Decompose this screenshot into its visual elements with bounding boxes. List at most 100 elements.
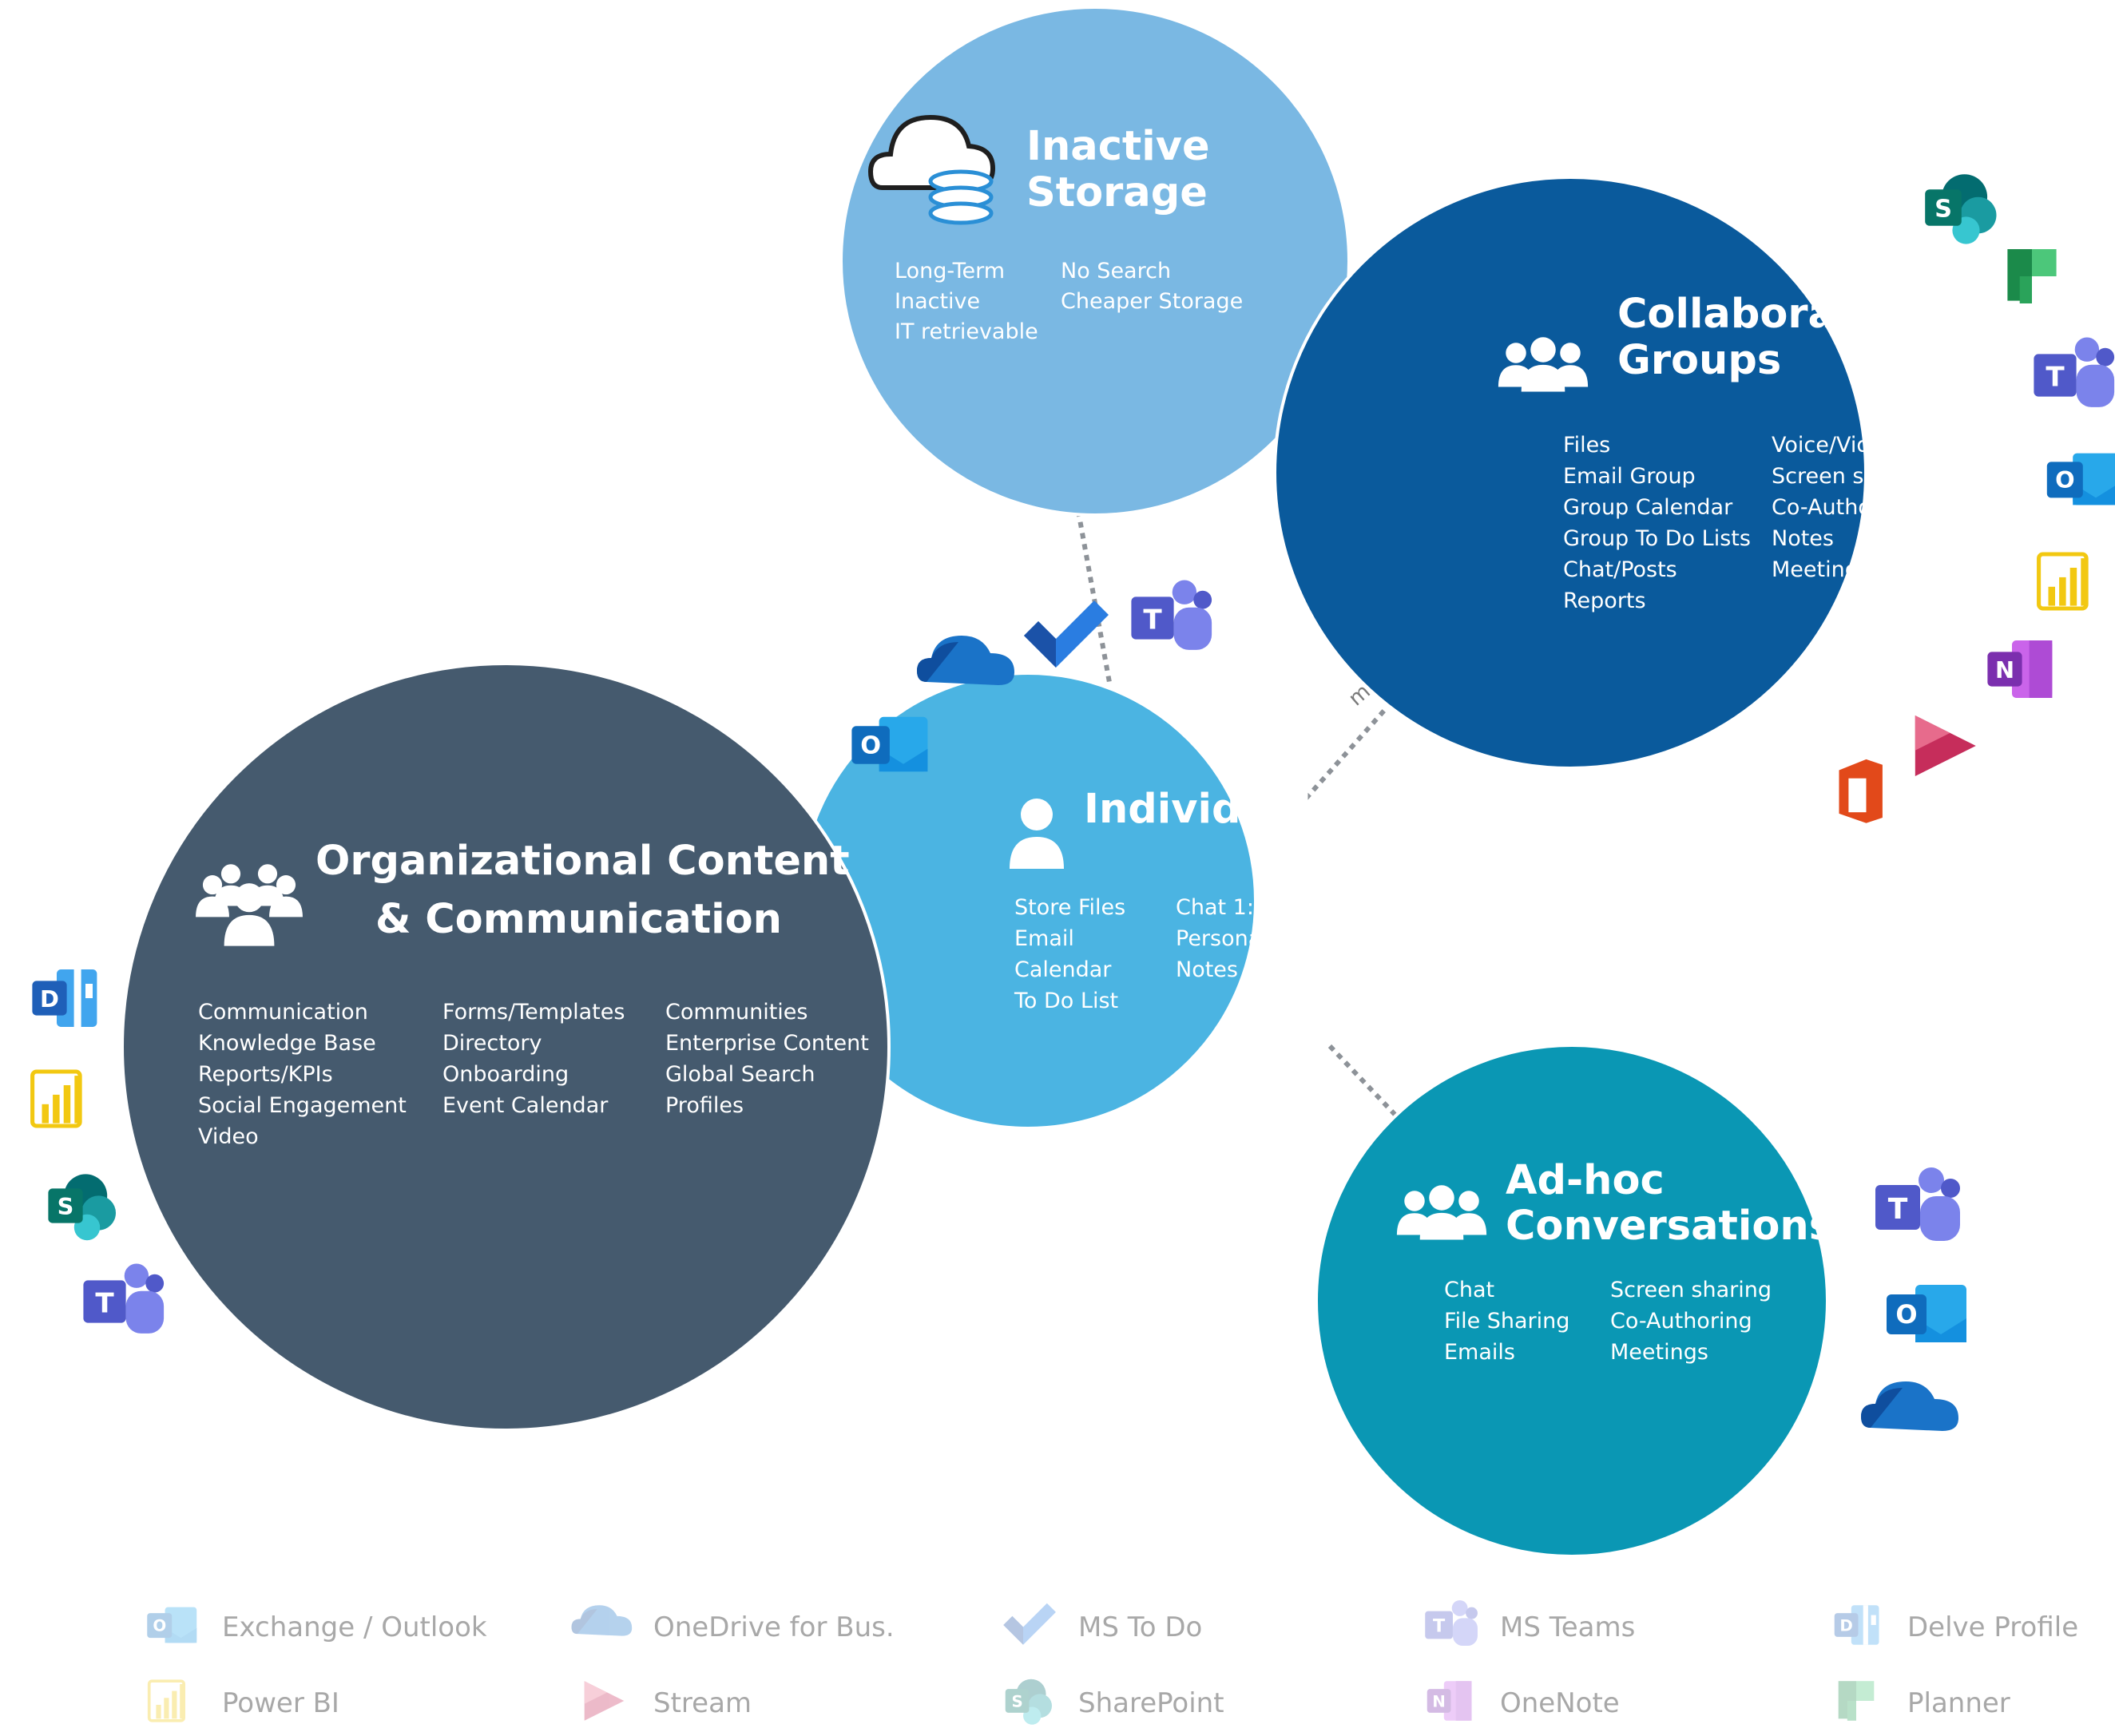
legend-item: MS To Do	[1003, 1603, 1202, 1645]
svg-text:N: N	[1432, 1692, 1446, 1710]
powerbi-icon	[2037, 552, 2089, 611]
legend-label: OneDrive for Bus.	[653, 1611, 895, 1643]
bubble-item: Voice/Video	[1772, 433, 1897, 458]
bubble-title: Inactive	[1026, 123, 1210, 170]
legend-label: Exchange / Outlook	[222, 1611, 487, 1643]
bubble-circle	[839, 6, 1351, 517]
delve-icon: D	[32, 969, 97, 1027]
teams-icon: T	[1425, 1600, 1478, 1647]
bubble-item: File Sharing	[1444, 1309, 1569, 1334]
delve-icon: D	[1834, 1605, 1879, 1645]
onedrive-icon	[917, 636, 1014, 685]
bubble-item: Meetings	[1610, 1340, 1708, 1365]
bubble-item: Calendar	[1014, 957, 1112, 982]
bubble-item: Event Calendar	[442, 1093, 609, 1118]
svg-text:T: T	[1433, 1616, 1446, 1637]
teams-icon: T	[1875, 1167, 1960, 1241]
bubble-title: Groups	[1617, 337, 1781, 384]
bubble-item: Screen sharing	[1772, 464, 1933, 489]
bubble-item: Files	[1563, 433, 1610, 458]
outlook-icon: O	[147, 1607, 197, 1643]
outlook-icon: O	[1887, 1285, 1966, 1342]
legend-label: Planner	[1907, 1687, 2010, 1719]
cloud-storage-icon	[867, 114, 996, 225]
bubble-item: Social Engagement	[198, 1093, 407, 1118]
svg-text:T: T	[95, 1287, 114, 1319]
bubble-title: Collaboration	[1617, 291, 1926, 338]
onenote-icon: N	[1427, 1681, 1472, 1721]
legend-item: O Exchange / Outlook	[147, 1607, 487, 1643]
legend-item: S SharePoint	[1005, 1679, 1224, 1725]
bubble-item: No Search	[1061, 259, 1171, 283]
office-icon	[1839, 759, 1883, 823]
svg-text:O: O	[2055, 466, 2074, 493]
bubble-item: Store Files	[1014, 895, 1125, 920]
legend-label: Stream	[653, 1687, 752, 1719]
onedrive-icon	[571, 1605, 633, 1636]
legend-label: MS Teams	[1500, 1611, 1635, 1643]
crowd-users-icon	[196, 864, 303, 946]
svg-text:T: T	[1888, 1193, 1908, 1226]
teams-icon: T	[2034, 337, 2115, 407]
legend-label: MS To Do	[1078, 1611, 1202, 1643]
bubble-item: Notes	[1772, 526, 1834, 551]
svg-text:T: T	[2046, 361, 2065, 393]
connector-line	[1076, 510, 1113, 688]
powerbi-icon	[30, 1069, 82, 1128]
bubble-item: Email	[1014, 926, 1074, 951]
stream-icon	[584, 1681, 625, 1721]
svg-text:O: O	[153, 1616, 166, 1635]
legend-label: Power BI	[222, 1687, 339, 1719]
bubble-item: Knowledge Base	[198, 1031, 376, 1056]
bubble-item: Communication	[198, 1000, 368, 1025]
svg-text:N: N	[1995, 656, 2014, 684]
bubble-item: Chat	[1444, 1278, 1494, 1302]
bubble-item: IT retrievable	[895, 319, 1038, 344]
connector-line	[1327, 1044, 1408, 1128]
bubble-item: To Do List	[1014, 989, 1118, 1013]
legend-item: Planner	[1838, 1681, 2010, 1721]
stream-icon	[1915, 715, 1976, 776]
todo-check-icon	[1003, 1603, 1056, 1645]
legend-item: T MS Teams	[1425, 1600, 1635, 1647]
bubble-org: Organizational Content& CommunicationCom…	[121, 662, 891, 1432]
legend-item: Power BI	[147, 1679, 339, 1722]
svg-text:D: D	[1839, 1616, 1852, 1635]
bubble-title: Conversations	[1506, 1203, 1833, 1250]
bubble-circle	[1273, 176, 1867, 770]
legend-item: D Delve Profile	[1834, 1605, 2078, 1645]
bubble-item: Profiles	[665, 1093, 744, 1118]
powerbi-icon	[147, 1679, 185, 1722]
bubble-item: Emails	[1444, 1340, 1515, 1365]
teams-icon: T	[83, 1263, 165, 1334]
legend-label: Delve Profile	[1907, 1611, 2078, 1643]
svg-text:O: O	[1895, 1299, 1917, 1330]
bubble-item: Personal Profile	[1176, 926, 1341, 951]
bubble-item: Global Search	[665, 1062, 815, 1087]
bubble-item: Email Group	[1563, 464, 1696, 489]
svg-text:S: S	[58, 1193, 74, 1220]
legend-item: OneDrive for Bus.	[571, 1605, 895, 1643]
outlook-icon: O	[851, 716, 928, 772]
bubble-item: Reports/KPIs	[198, 1062, 333, 1087]
bubble-circle	[1315, 1044, 1829, 1558]
sharepoint-icon: S	[1925, 174, 1997, 244]
bubble-title: & Communication	[375, 896, 782, 943]
bubble-item: Chat/Posts	[1563, 557, 1677, 582]
sharepoint-icon: S	[1005, 1679, 1052, 1725]
bubble-item: Chat 1:1	[1176, 895, 1268, 920]
bubble-item: Video	[198, 1124, 259, 1149]
bubble-item: Group To Do Lists	[1563, 526, 1751, 551]
bubble-item: Inactive	[895, 289, 980, 314]
bubble-item: Long-Term	[895, 259, 1005, 283]
user-icon	[1010, 799, 1064, 869]
svg-text:T: T	[1143, 604, 1162, 636]
bubble-item: Enterprise Content	[665, 1031, 869, 1056]
legend-label: SharePoint	[1078, 1687, 1224, 1719]
onenote-icon: N	[1987, 640, 2053, 698]
